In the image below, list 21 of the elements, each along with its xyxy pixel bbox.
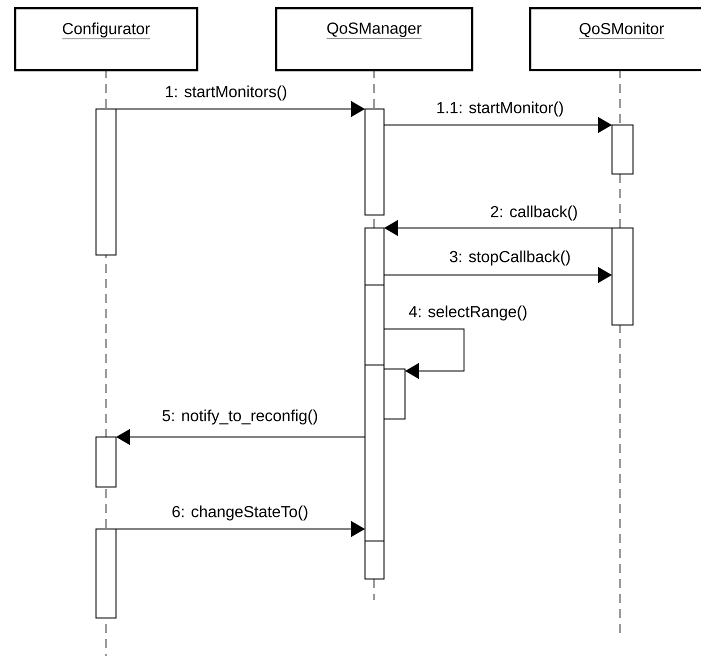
message-label: 4: selectRange() bbox=[408, 306, 526, 320]
object-box: Configurator bbox=[14, 7, 198, 72]
activation-bar bbox=[96, 436, 116, 488]
message-label: 1: startMonitors() bbox=[166, 86, 286, 100]
activation-bar bbox=[612, 124, 634, 174]
activation-bar bbox=[384, 368, 406, 420]
activation-bar bbox=[364, 228, 384, 286]
activation-bar bbox=[364, 284, 384, 366]
activation-bar bbox=[364, 108, 384, 216]
message-label: 3: stopCallback() bbox=[450, 250, 570, 266]
message-arrow bbox=[384, 328, 464, 380]
activation-bar bbox=[96, 528, 116, 618]
message-label: 1.1: startMonitor() bbox=[437, 102, 563, 116]
activation-bar bbox=[96, 108, 116, 256]
message-label: 5: notify_to_reconfig() bbox=[162, 410, 318, 424]
object-box: QoSMonitor bbox=[529, 7, 701, 72]
activation-bar bbox=[364, 540, 384, 580]
message-label: 6: changeStateTo() bbox=[172, 506, 308, 520]
message-label: 2: callback() bbox=[490, 206, 577, 220]
object-box: QoSManager bbox=[275, 7, 474, 72]
activation-bar bbox=[612, 228, 634, 326]
